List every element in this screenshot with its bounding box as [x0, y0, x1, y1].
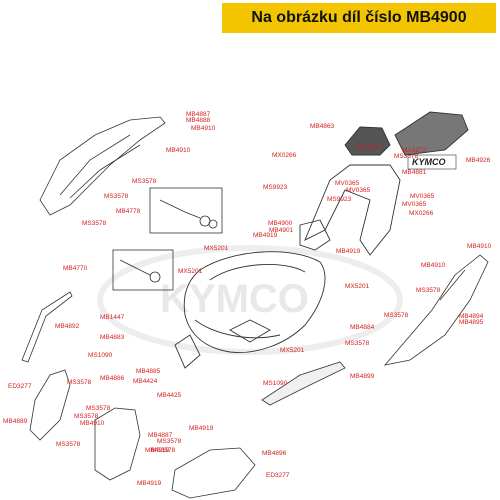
mb4899-trim-part [261, 361, 346, 406]
part-label-ma3272: MA3272 [402, 147, 427, 154]
part-label-mb4910: MB4910 [421, 262, 446, 269]
part-label-mb4910: MB4910 [80, 420, 105, 427]
part-label-mb4894: MB4894 [459, 313, 484, 320]
part-label-ms3578: MS3578 [104, 193, 129, 200]
fastener-kit-box-1 [149, 187, 223, 234]
watermark-logo: KYMCO [97, 245, 403, 355]
part-label-ms3578: MS3578 [384, 312, 409, 319]
part-label-mv0365: MV0365 [346, 187, 371, 194]
part-label-ms3578: MS3578 [394, 153, 419, 160]
part-label-mx5201: MX5201 [280, 347, 305, 354]
part-label-mb4885: MB4885 [136, 368, 161, 375]
part-label-ms1090: MS1090 [263, 380, 288, 387]
part-label-mx0266: MX0266 [272, 152, 297, 159]
part-label-ed3277: ED3277 [8, 383, 32, 390]
part-label-mb4888: MB4888 [186, 117, 211, 124]
part-label-ms3578: MS3578 [82, 220, 107, 227]
central-frame-body-part [174, 251, 326, 369]
part-label-mb4884: MB4884 [350, 324, 375, 331]
part-label-mb4901: MB4901 [269, 227, 294, 234]
part-label-mb4919: MB4919 [336, 248, 361, 255]
part-label-mb4919: MB4919 [137, 480, 162, 487]
part-label-mb4889: MB4889 [3, 418, 28, 425]
part-label-ms3578: MS3578 [67, 379, 92, 386]
kymco-badge-part: KYMCO [407, 154, 457, 170]
rear-rack-part [299, 111, 469, 256]
part-label-mb4896: MB4896 [262, 450, 287, 457]
part-label-mv0365: MV0365 [410, 193, 435, 200]
part-label-mx0266: MX0266 [409, 210, 434, 217]
part-label-mb4910: MB4910 [166, 147, 191, 154]
part-label-ed3277: ED3277 [266, 472, 290, 479]
part-label-mb4887: MB4887 [186, 111, 211, 118]
part-label-mb4883: MB4883 [100, 334, 125, 341]
part-label-mb4778: MB4778 [116, 208, 141, 215]
part-label-mx5201: MX5201 [345, 283, 370, 290]
part-label-mb4919: MB4919 [189, 425, 214, 432]
watermark-text: KYMCO [160, 277, 309, 321]
title-banner: Na obrázku díl číslo MB4900 [222, 3, 496, 33]
part-label-ms3578: MS3578 [157, 438, 182, 445]
part-label-mb4887: MB4887 [148, 432, 173, 439]
part-label-mb4425: MB4425 [157, 392, 182, 399]
part-label-ms3578: MS3578 [151, 447, 176, 454]
part-number-labels: MB4887MB4888MB4910MB4910MS3578MS3578MB47… [3, 111, 492, 487]
part-label-ms3578: MS3578 [56, 441, 81, 448]
part-label-mb4863: MB4863 [310, 123, 335, 130]
part-label-mv0365: MV0365 [335, 180, 360, 187]
part-label-mb4886: MB4886 [100, 375, 125, 382]
part-label-ms1090: MS1090 [88, 352, 113, 359]
part-label-mb1447: MB1447 [100, 314, 125, 321]
part-label-ms3578: MS3578 [86, 405, 111, 412]
part-label-ms3578: MS3578 [132, 178, 157, 185]
part-label-mb4881: MB4881 [402, 169, 427, 176]
part-label-mb4895: MB4895 [459, 319, 484, 326]
lower-left-panel-part [29, 369, 256, 499]
part-label-mx5201: MX5201 [204, 245, 229, 252]
part-label-mb4892: MB4892 [55, 323, 80, 330]
part-label-mb4900: MB4900 [268, 220, 293, 227]
part-label-ms3578: MS3578 [74, 413, 99, 420]
fastener-kit-box-2 [112, 249, 174, 291]
part-label-mv0365: MV0365 [402, 201, 427, 208]
left-trim-strip-part [21, 291, 73, 363]
kymco-badge-text: KYMCO [412, 157, 446, 167]
part-label-mx5201: MX5201 [178, 268, 203, 275]
part-label-mb4910: MB4910 [145, 447, 170, 454]
page-title: Na obrázku díl číslo MB4900 [251, 9, 467, 26]
part-label-mb4910: MB4910 [467, 243, 492, 250]
part-label-ms3578: MS3578 [345, 340, 370, 347]
part-label-mb4926: MB4926 [466, 157, 491, 164]
part-label-mb4919: MB4919 [253, 232, 278, 239]
part-label-mb4910: MB4910 [191, 125, 216, 132]
part-label-mb4899: MB4899 [350, 373, 375, 380]
part-label-ms3578: MS3578 [416, 287, 441, 294]
part-label-ms9923: MS9923 [263, 184, 288, 191]
part-label-mb4424: MB4424 [133, 378, 158, 385]
right-side-cover-part [383, 254, 489, 366]
part-label-ms9923: MS9923 [327, 196, 352, 203]
left-side-cover-part [39, 116, 166, 216]
part-label-mb4770: MB4770 [63, 265, 88, 272]
part-label-ma3272: MA3272 [357, 144, 382, 151]
